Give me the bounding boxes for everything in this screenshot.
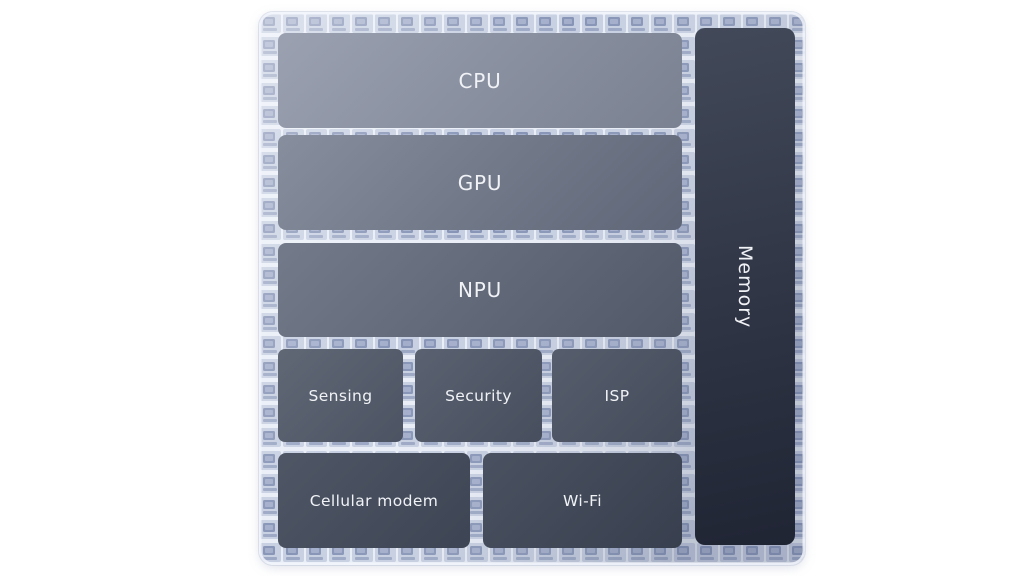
soc-chip: CPU GPU NPU Sensing Security ISP Cellula… (259, 12, 805, 565)
block-npu-label: NPU (457, 278, 503, 302)
block-security-label: Security (445, 386, 512, 405)
block-cpu: CPU (278, 33, 682, 128)
block-cpu-label: CPU (458, 68, 502, 93)
block-sensing-label: Sensing (308, 386, 373, 405)
block-isp: ISP (552, 349, 682, 442)
block-npu: NPU (278, 243, 682, 337)
block-isp-label: ISP (604, 386, 630, 405)
block-cellular-modem-label: Cellular modem (309, 491, 439, 510)
block-memory: Memory (695, 28, 795, 545)
block-wifi-label: Wi-Fi (563, 491, 602, 510)
block-security: Security (415, 349, 542, 442)
block-sensing: Sensing (278, 349, 403, 442)
block-wifi: Wi-Fi (483, 453, 682, 548)
block-cellular-modem: Cellular modem (278, 453, 470, 548)
block-gpu-label: GPU (457, 170, 503, 195)
block-memory-label: Memory (734, 244, 756, 329)
block-gpu: GPU (278, 135, 682, 230)
